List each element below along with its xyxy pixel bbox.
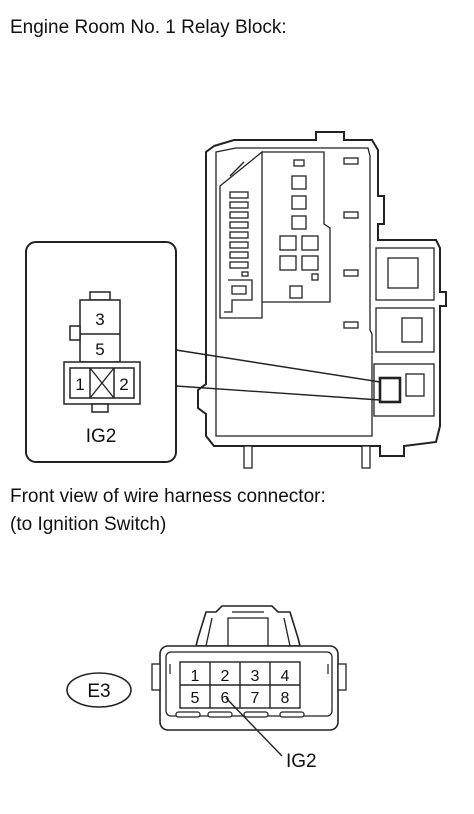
relay-inset: 3 5 1 2 IG2	[25, 241, 177, 463]
inset-pin-1: 1	[75, 375, 84, 394]
relay-block-slot	[343, 269, 359, 277]
connector-id-label: E3	[87, 681, 110, 702]
connector-id-badge	[66, 672, 132, 708]
inset-leader-line	[175, 385, 381, 401]
relay-block-slot	[343, 157, 359, 165]
connector-pin-1: 1	[191, 668, 200, 685]
relay-block	[197, 131, 447, 469]
connector-pin-4: 4	[281, 668, 290, 685]
connector-pin-5: 5	[191, 690, 200, 707]
connector-pin-3: 3	[251, 668, 260, 685]
relay-block-slot	[343, 211, 359, 219]
relay-block-relay	[375, 307, 435, 353]
ig2-relay-slot	[378, 376, 402, 404]
ig2-callout-line	[225, 697, 283, 757]
harness-connector: 1 2 3 4 5 6 7 8	[151, 605, 347, 731]
relay-inset-label: IG2	[86, 426, 117, 447]
connector-pin-7: 7	[251, 690, 260, 707]
ig2-callout-label: IG2	[286, 751, 317, 772]
connector-pin-8: 8	[281, 690, 290, 707]
connector-pin-2: 2	[221, 668, 230, 685]
inset-pin-2: 2	[119, 375, 128, 394]
inset-pin-3: 3	[95, 310, 104, 329]
connector-pin-6: 6	[221, 690, 230, 707]
relay-block-fuse-column	[279, 159, 319, 299]
relay-block-slot	[343, 321, 359, 329]
relay-block-slot-stack	[229, 191, 249, 277]
inset-leader-line	[175, 349, 381, 383]
inset-pin-5: 5	[95, 340, 104, 359]
diagram-title: Engine Room No. 1 Relay Block:	[10, 17, 287, 38]
harness-title-line1: Front view of wire harness connector:	[10, 486, 326, 507]
harness-title-line2: (to Ignition Switch)	[10, 514, 166, 535]
